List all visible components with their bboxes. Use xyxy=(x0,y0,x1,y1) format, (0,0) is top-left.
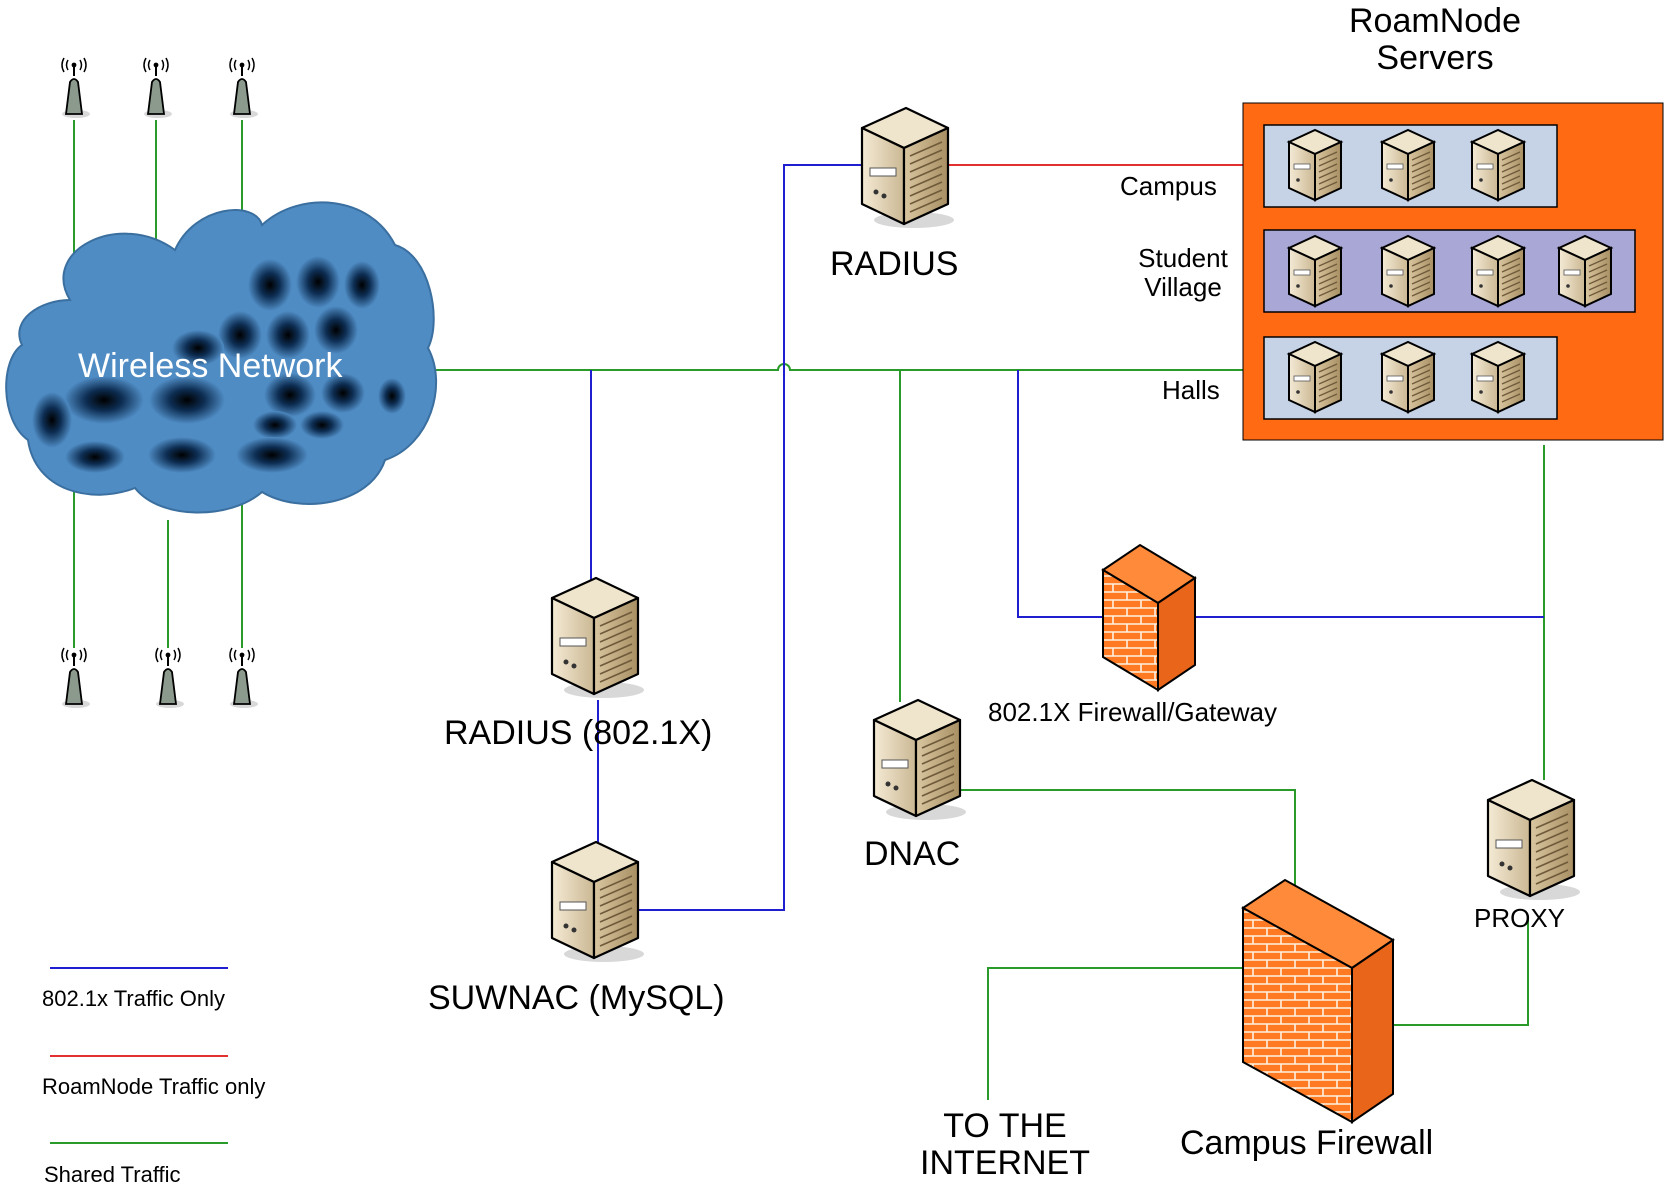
campus-firewall-label: Campus Firewall xyxy=(1180,1124,1434,1162)
server-icon xyxy=(1288,129,1342,201)
server-icon xyxy=(1288,235,1342,307)
firewall-gateway-label: 802.1X Firewall/Gateway xyxy=(988,697,1278,727)
radius-8021x-server-icon xyxy=(550,576,646,700)
antenna-icon xyxy=(143,57,173,119)
legend-roamnode-label: RoamNode Traffic only xyxy=(42,1074,266,1099)
roamnode-title-line2: Servers xyxy=(1376,39,1494,78)
server-icon xyxy=(1381,235,1435,307)
proxy-server-icon xyxy=(1486,778,1582,902)
radius-8021x-label: RADIUS (802.1X) xyxy=(444,714,713,752)
server-icon xyxy=(1558,235,1612,307)
radius-label: RADIUS xyxy=(830,245,959,283)
legend-8021x-label: 802.1x Traffic Only xyxy=(42,986,226,1011)
cloud-icon xyxy=(5,201,437,514)
suwnac-server-icon xyxy=(550,840,646,964)
student-village-label: Student Village xyxy=(1120,244,1246,301)
internet-line2: INTERNET xyxy=(920,1144,1090,1183)
campus-label: Campus xyxy=(1120,171,1217,201)
wireless-network-label: Wireless Network xyxy=(78,347,343,385)
student-village-line2: Village xyxy=(1144,271,1222,302)
radius-server-icon xyxy=(860,106,956,230)
server-icon xyxy=(1288,341,1342,413)
roamnode-title: RoamNode Servers xyxy=(1330,2,1540,78)
suwnac-label: SUWNAC (MySQL) xyxy=(428,979,725,1017)
8021x-traffic-links xyxy=(590,164,1544,911)
antenna-icon xyxy=(229,647,259,709)
halls-label: Halls xyxy=(1162,375,1220,405)
dnac-server-icon xyxy=(872,698,968,822)
server-icon xyxy=(1381,341,1435,413)
server-icon xyxy=(1381,129,1435,201)
server-icon xyxy=(1471,129,1525,201)
legend-shared-label: Shared Traffic xyxy=(44,1162,181,1187)
antenna-icon xyxy=(61,57,91,119)
antenna-icon xyxy=(61,647,91,709)
antenna-icon xyxy=(229,57,259,119)
roamnode-title-line1: RoamNode xyxy=(1349,2,1521,40)
campus-firewall-icon xyxy=(1241,878,1395,1124)
server-icon xyxy=(1471,341,1525,413)
student-village-line1: Student xyxy=(1138,243,1228,273)
antenna-icon xyxy=(155,647,185,709)
internet-line1: TO THE xyxy=(943,1107,1067,1145)
dnac-label: DNAC xyxy=(864,835,961,873)
internet-label: TO THE INTERNET xyxy=(900,1107,1110,1183)
server-icon xyxy=(1471,235,1525,307)
proxy-label: PROXY xyxy=(1474,903,1566,933)
firewall-gateway-icon xyxy=(1101,543,1197,692)
